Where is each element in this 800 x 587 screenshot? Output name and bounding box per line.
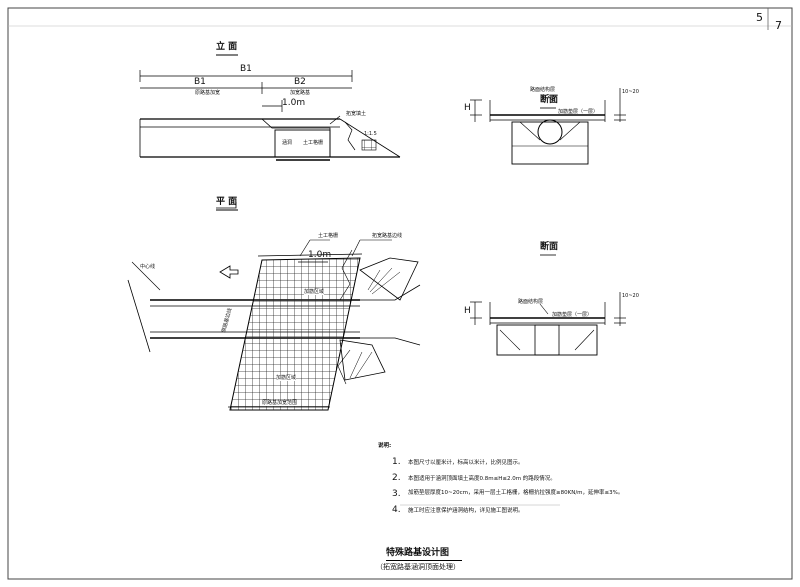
section-top-road: 路面结构层 (530, 87, 556, 93)
drawing-title: 特殊路基设计图 (386, 548, 450, 558)
sheet-frame (7, 7, 793, 580)
note-text: 本图适用于涵洞顶面填土高度0.8m≤H≤2.0m 的路段情况。 (408, 475, 556, 482)
plan-title: 平 面 (216, 197, 238, 207)
note-number: 4. (392, 504, 401, 515)
note-item: 1. 本图尺寸以厘米计，标高以米计，比例见图示。 (392, 457, 678, 467)
section-top-view (470, 88, 626, 165)
plan-view (127, 202, 421, 411)
dim-b1-total: B1 (240, 64, 252, 74)
label-slope: 拓宽填土 (346, 111, 367, 117)
label-ratio: 1:1.5 (364, 131, 377, 137)
section-top-h: H (464, 103, 471, 113)
plan-label-edge: 拓宽路基边线 (372, 233, 403, 239)
label-right-zone: 加宽路基 (290, 90, 311, 96)
dim-b2: B2 (294, 77, 306, 87)
note-text: 施工时应注意保护涵洞结构，详见施工图说明。 (408, 507, 524, 514)
title-underline (386, 560, 462, 561)
dim-b1: B1 (194, 77, 206, 87)
section-top-cushion: 加筋垫层（一层） (558, 109, 599, 115)
note-number: 2. (392, 472, 401, 483)
elevation-title: 立 面 (216, 42, 238, 52)
section-bottom-road: 路面结构层 (518, 299, 544, 305)
note-text: 加筋垫层厚度10~20cm，采用一层土工格栅，格栅抗拉强度≥80KN/m，延伸率… (408, 489, 624, 496)
section-bottom-title: 断面 (540, 242, 559, 252)
elevation-offset: 1.0m (282, 98, 306, 108)
note-item: 2. 本图适用于涵洞顶面填土高度0.8m≤H≤2.0m 的路段情况。 (392, 473, 678, 483)
notes-heading: 说明: (378, 443, 392, 449)
note-item: 4. 施工时应注意保护涵洞结构，详见施工图说明。 (392, 505, 678, 515)
plan-zone-a: 加筋区域 (304, 289, 325, 295)
section-top-thick: 10~20 (622, 89, 639, 95)
label-left-zone: 原路基加宽 (195, 90, 221, 96)
drawing-subtitle: （拓宽路基涵洞顶面处理） (376, 563, 460, 571)
note-number: 3. (392, 488, 401, 499)
note-number: 1. (392, 456, 401, 467)
section-top-title: 断面 (540, 95, 559, 105)
page-number: 5 (756, 11, 763, 24)
section-bottom-view (470, 254, 626, 356)
note-text: 本图尺寸以厘米计，标高以米计，比例见图示。 (408, 459, 524, 466)
section-bottom-thick: 10~20 (622, 293, 639, 299)
plan-offset: 1.0m (308, 250, 332, 260)
label-pipe: 涵洞 (282, 140, 293, 146)
note-item: 3. 加筋垫层厚度10~20cm，采用一层土工格栅，格栅抗拉强度≥80KN/m，… (392, 489, 678, 499)
elevation-view (139, 54, 401, 161)
plan-label-bottom: 原路基加宽范围 (262, 400, 298, 406)
section-bottom-cushion: 加筋垫层（一层） (552, 312, 593, 318)
section-bottom-h: H (464, 306, 471, 316)
plan-zone-b: 加筋区域 (276, 375, 297, 381)
plan-centerline: 中心线 (140, 264, 156, 270)
label-geogrid: 土工格栅 (303, 140, 324, 146)
notes-block: 说明: 1. 本图尺寸以厘米计，标高以米计，比例见图示。 2. 本图适用于涵洞顶… (378, 443, 678, 521)
plan-label-grid: 土工格栅 (318, 233, 339, 239)
total-pages: 7 (775, 19, 782, 32)
